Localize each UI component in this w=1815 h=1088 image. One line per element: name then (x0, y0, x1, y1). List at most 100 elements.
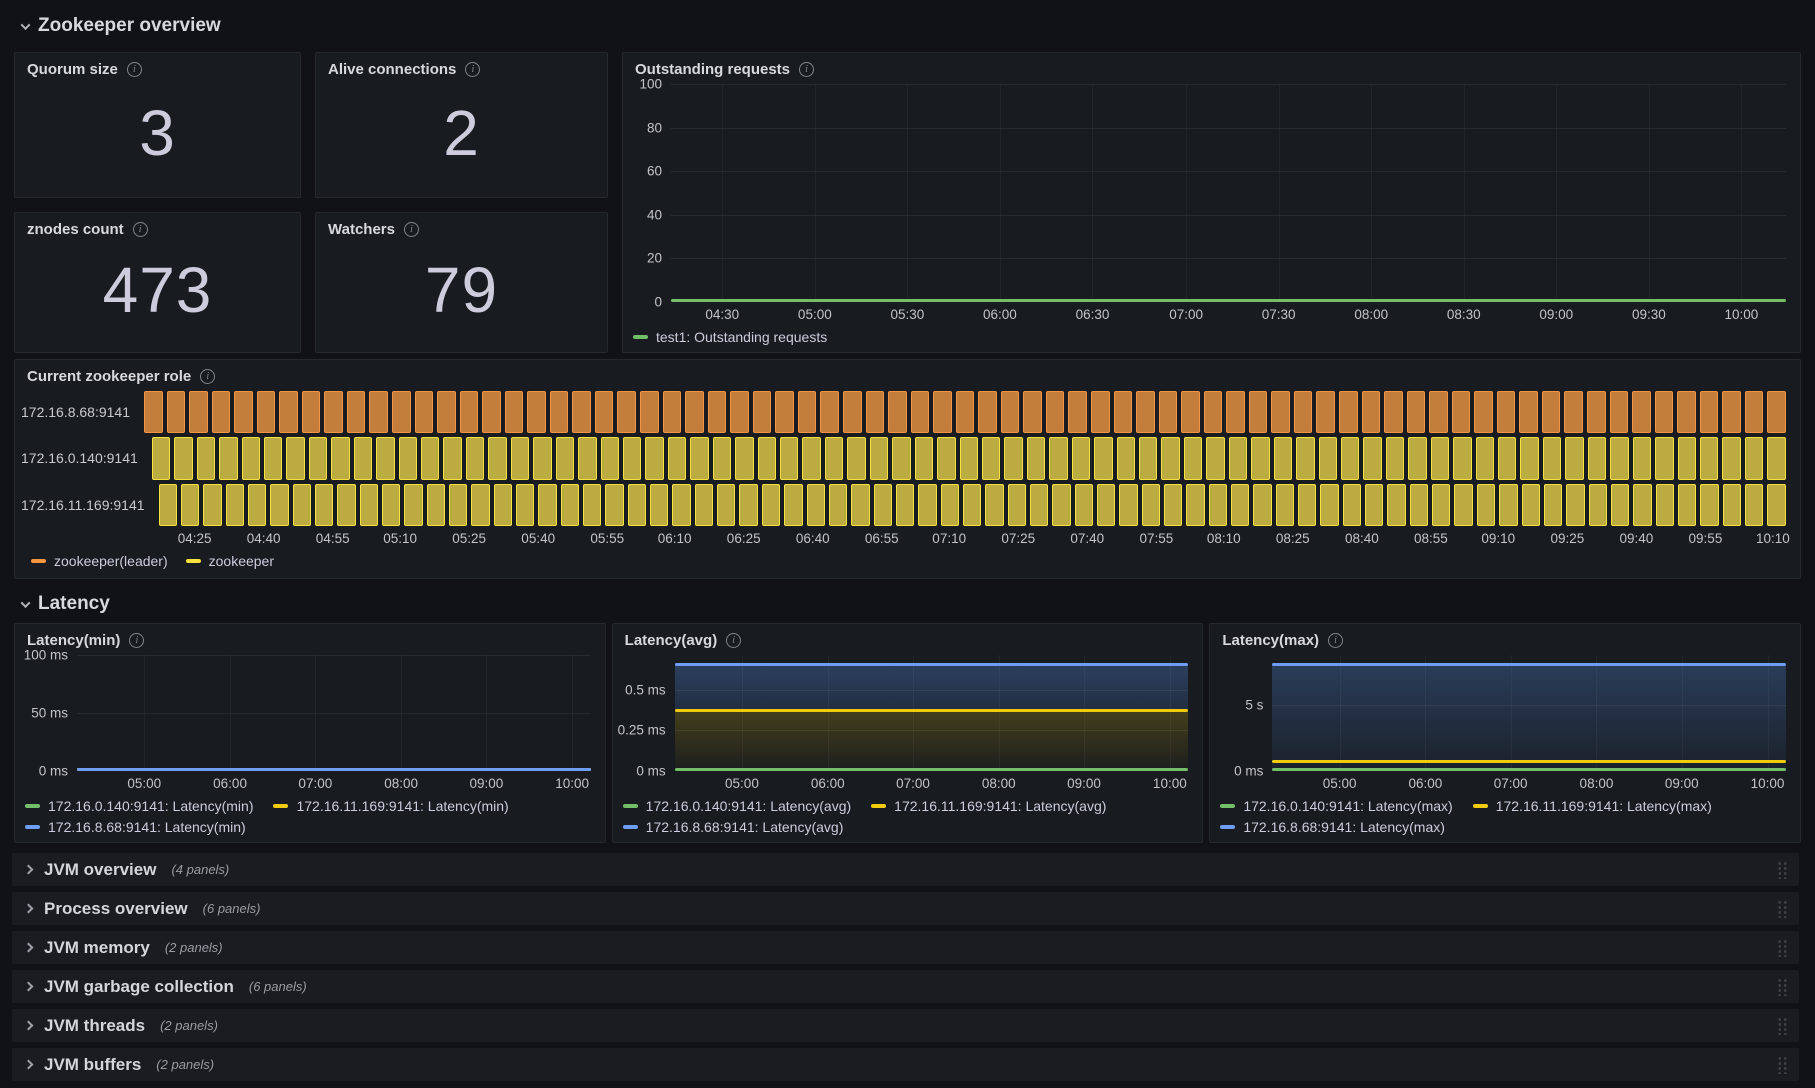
series-line (1272, 662, 1786, 666)
x-tick-label: 08:30 (1446, 307, 1481, 322)
x-tick-label: 08:00 (1579, 776, 1614, 791)
state-bar (1361, 391, 1381, 434)
state-bar (1320, 483, 1339, 526)
state-bar (1226, 391, 1245, 434)
state-bar (962, 483, 982, 526)
state-bar (578, 437, 597, 480)
series-line (1272, 760, 1786, 764)
legend-item[interactable]: 172.16.0.140:9141: Latency(avg) (622, 798, 851, 814)
drag-handle-icon[interactable] (1776, 860, 1787, 879)
panel-header[interactable]: Latency(avg) (613, 624, 1203, 651)
info-icon[interactable] (200, 369, 216, 384)
legend-item[interactable]: 172.16.11.169:9141: Latency(avg) (871, 798, 1106, 814)
info-icon[interactable] (1328, 633, 1344, 648)
state-bar (1275, 483, 1295, 526)
legend-item[interactable]: zookeeper (185, 553, 274, 569)
legend: 172.16.0.140:9141: Latency(max) 172.16.11… (1216, 791, 1786, 835)
legend-item[interactable]: test1: Outstanding requests (633, 329, 827, 345)
state-bar (717, 483, 736, 526)
overview-panel-grid: Quorum size 3 Alive connections 2 Outsta… (14, 52, 1801, 353)
state-bar (667, 437, 687, 480)
panel-header[interactable]: Quorum size (15, 53, 300, 80)
panel-header[interactable]: Alive connections (316, 53, 607, 80)
panel-header[interactable]: Outstanding requests (623, 53, 1800, 80)
info-icon[interactable] (403, 222, 419, 237)
legend-label: 172.16.8.68:9141: Latency(avg) (645, 819, 844, 835)
section-header-zookeeper-overview[interactable]: Zookeeper overview (20, 15, 221, 37)
gridline-vertical (814, 84, 816, 302)
section-title: Latency (38, 593, 110, 614)
legend-item[interactable]: 172.16.0.140:9141: Latency(min) (25, 798, 253, 814)
panel-header[interactable]: Current zookeeper role (15, 360, 1800, 387)
legend-item[interactable]: 172.16.0.140:9141: Latency(max) (1220, 798, 1453, 814)
gridline-vertical (1227, 437, 1229, 480)
gridline-vertical (1463, 84, 1465, 302)
info-icon[interactable] (126, 62, 142, 77)
drag-handle-icon[interactable] (1776, 938, 1787, 957)
state-bar (640, 391, 659, 434)
x-tick-label: 04:25 (177, 531, 212, 546)
state-bar (392, 391, 411, 434)
drag-handle-icon[interactable] (1776, 977, 1787, 996)
series-line (674, 662, 1189, 666)
chevron-right-icon (23, 981, 34, 992)
x-tick-label: 05:00 (725, 776, 759, 791)
info-icon[interactable] (726, 633, 742, 648)
collapsed-section-row[interactable]: JVM buffers(2 panels) (12, 1048, 1799, 1081)
state-bar (761, 483, 781, 526)
timeline-row-label: 172.16.0.140:9141 (21, 450, 138, 467)
gridline-vertical (144, 655, 146, 771)
collapsed-section-row[interactable]: JVM garbage collection(6 panels) (12, 970, 1799, 1003)
state-bar (1677, 391, 1696, 434)
state-bar (650, 483, 669, 526)
state-bar (1677, 483, 1697, 526)
legend-label: 172.16.8.68:9141: Latency(min) (48, 819, 246, 835)
state-bar (1136, 391, 1155, 434)
state-bar (1565, 437, 1584, 480)
state-bar (1430, 437, 1450, 480)
state-bar (314, 483, 334, 526)
gridline-vertical (1084, 655, 1086, 771)
x-tick-label: 06:00 (810, 776, 845, 791)
legend-item[interactable]: 172.16.8.68:9141: Latency(max) (1220, 819, 1445, 835)
panel-header[interactable]: Latency(min) (15, 624, 605, 651)
x-tick-label: 07:25 (1001, 531, 1036, 546)
drag-handle-icon[interactable] (1776, 899, 1787, 918)
y-tick-label: 0 ms (38, 763, 68, 779)
legend-swatch (622, 804, 638, 808)
y-tick-label: 100 (639, 76, 662, 92)
legend-item[interactable]: zookeeper(leader) (31, 553, 168, 569)
legend-item[interactable]: 172.16.11.169:9141: Latency(min) (273, 798, 509, 814)
state-bar (690, 437, 709, 480)
collapsed-section-panel-count: (2 panels) (156, 1057, 215, 1072)
info-icon[interactable] (129, 633, 145, 648)
legend-item[interactable]: 172.16.8.68:9141: Latency(min) (25, 819, 246, 835)
x-tick-label: 06:00 (983, 307, 1017, 322)
x-tick-label: 09:00 (1664, 776, 1699, 791)
panel-header[interactable]: Latency(max) (1210, 624, 1800, 651)
collapsed-section-row[interactable]: JVM memory(2 panels) (12, 931, 1799, 964)
collapsed-section-row[interactable]: Process overview(6 panels) (12, 892, 1799, 925)
panel-title: Latency(max) (1222, 632, 1320, 649)
panel-header[interactable]: znodes count (15, 213, 300, 240)
drag-handle-icon[interactable] (1776, 1016, 1787, 1035)
info-icon[interactable] (465, 62, 481, 77)
collapsed-section-row[interactable]: JVM threads(2 panels) (12, 1009, 1799, 1042)
state-bar (1158, 391, 1178, 434)
collapsed-section-row[interactable]: JVM overview(4 panels) (12, 853, 1799, 886)
gridline-horizontal (674, 730, 1189, 732)
panel-header[interactable]: Watchers (316, 213, 607, 240)
state-bar (527, 391, 546, 434)
section-header-latency[interactable]: Latency (20, 593, 110, 615)
state-bar (286, 437, 305, 480)
state-bar (488, 437, 507, 480)
drag-handle-icon[interactable] (1776, 1055, 1787, 1074)
state-bar (1251, 437, 1270, 480)
legend-item[interactable]: 172.16.11.169:9141: Latency(max) (1472, 798, 1712, 814)
gridline-vertical (1162, 483, 1164, 526)
legend-item[interactable]: 172.16.8.68:9141: Latency(avg) (622, 819, 844, 835)
info-icon[interactable] (799, 62, 815, 77)
gridline-vertical (1169, 655, 1171, 771)
info-icon[interactable] (132, 222, 148, 237)
